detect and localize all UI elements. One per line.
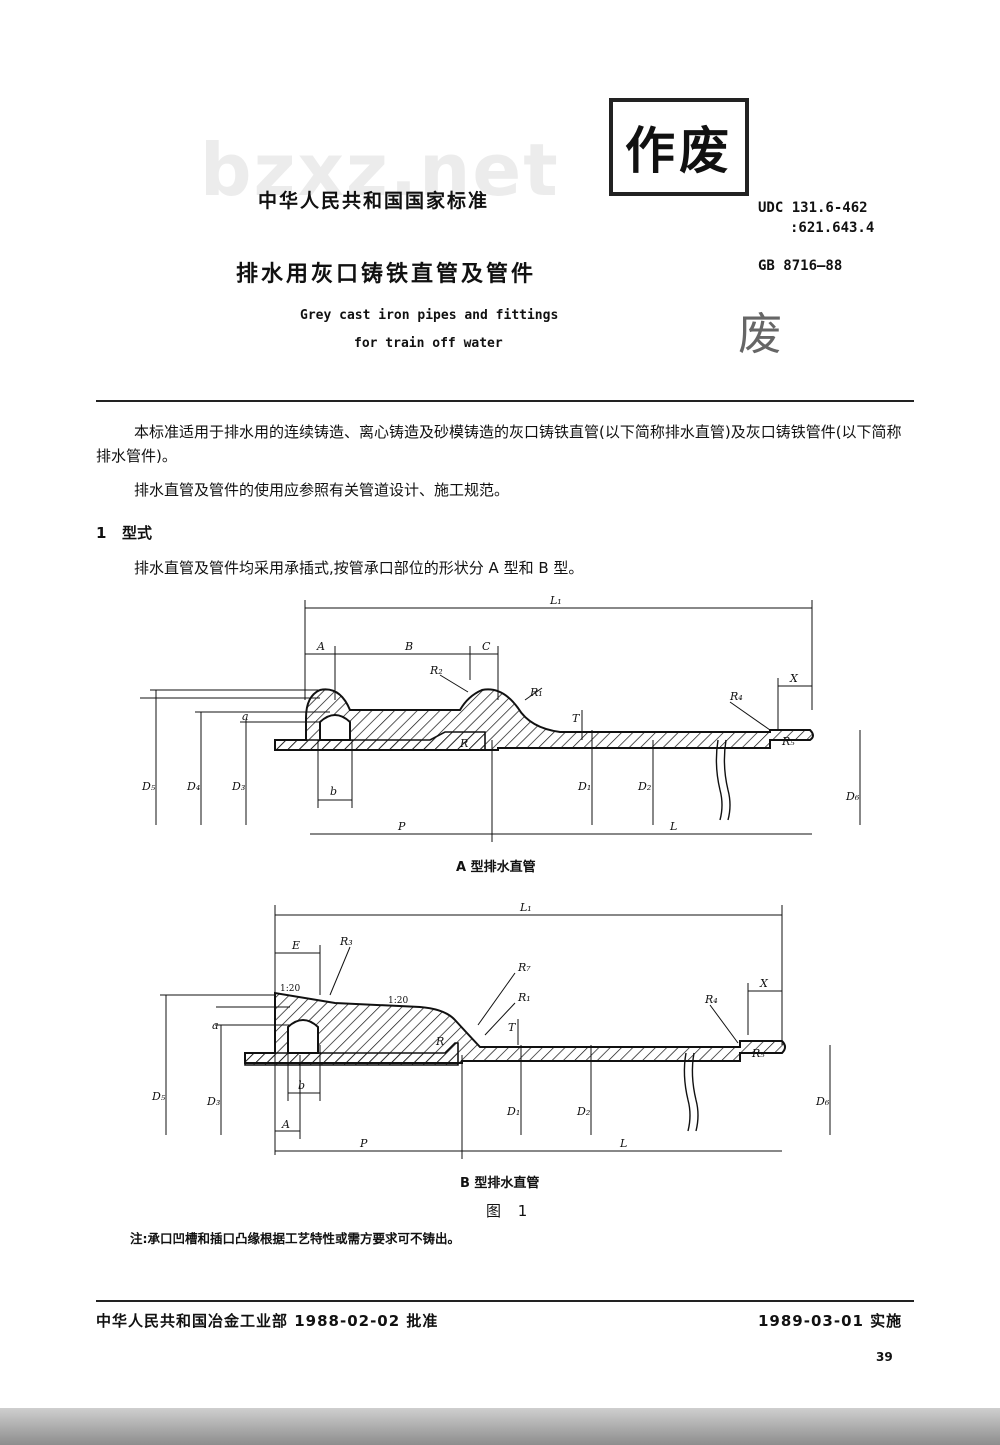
scan-edge	[0, 1408, 1000, 1445]
label-b-slope1: 1:20	[280, 984, 300, 994]
standard-name: 中华人民共和国国家标准	[258, 190, 490, 212]
label-b-x: X	[759, 977, 769, 990]
faded-stamp: 废	[738, 309, 782, 360]
caption-type-a: A 型排水直管	[456, 860, 536, 875]
label-b-r4: R₄	[704, 993, 718, 1006]
label-b-small: b	[330, 785, 337, 798]
label-b-a-dim: A	[281, 1118, 290, 1131]
label-b-l1: L₁	[519, 901, 532, 914]
udc-code-line2: :621.643.4	[790, 220, 875, 236]
label-b-a-small: a	[212, 1019, 219, 1032]
label-l1: L₁	[549, 594, 562, 607]
figure-label: 图 1	[486, 1202, 534, 1220]
label-l: L	[669, 820, 677, 833]
title-english-line1: Grey cast iron pipes and fittings	[300, 308, 559, 323]
figure-note: 注:承口凹槽和插口凸缘根据工艺特性或需方要求可不铸出。	[130, 1231, 460, 1246]
label-b-d1: D₁	[506, 1105, 520, 1118]
label-a-dim: A	[316, 640, 325, 653]
label-d4: D₄	[186, 780, 200, 793]
paragraph-usage: 排水直管及管件的使用应参照有关管道设计、施工规范。	[134, 481, 510, 499]
page-number: 39	[876, 1350, 893, 1364]
label-t: T	[572, 712, 581, 725]
paragraph-scope: 本标准适用于排水用的连续铸造、离心铸造及砂模铸造的灰口铸铁直管(以下简称排水直管…	[96, 423, 902, 465]
section-heading: 1 型式	[96, 522, 152, 543]
label-b-d2: D₂	[576, 1105, 590, 1118]
label-a-small: a	[242, 710, 249, 723]
label-b-t: T	[508, 1021, 517, 1034]
footer-rule	[96, 1300, 914, 1302]
label-b-d3: D₃	[206, 1095, 220, 1108]
title-chinese: 排水用灰口铸铁直管及管件	[236, 262, 537, 287]
label-b-p: P	[359, 1137, 368, 1150]
diagram-type-b: L₁ E R₃ R₇ R₁ R₄ X 1:20 1:20 a T R R₅ b …	[151, 901, 831, 1159]
label-b-e: E	[291, 939, 300, 952]
label-r4: R₄	[729, 690, 743, 703]
label-r1: R₁	[529, 686, 543, 699]
label-b-dim: B	[404, 640, 413, 653]
label-b-l: L	[619, 1137, 627, 1150]
label-b-r7: R₇	[517, 961, 531, 974]
label-p: P	[397, 820, 406, 833]
paragraph-types: 排水直管及管件均采用承插式,按管承口部位的形状分 A 型和 B 型。	[134, 559, 584, 577]
label-d6: D₆	[845, 790, 860, 803]
label-b-r3: R₃	[339, 935, 353, 948]
diagram-type-a: L₁ A B C R₂ R₁ R₄ X a T R R₅ b D₅ D₄ D₃ …	[140, 594, 861, 842]
implementation-date: 1989-03-01 实施	[758, 1312, 903, 1330]
label-d3: D₃	[231, 780, 245, 793]
section-title: 型式	[122, 524, 153, 542]
label-b-r5: R₅	[751, 1047, 765, 1060]
gb-number: GB 8716—88	[758, 258, 843, 274]
label-d2: D₂	[637, 780, 651, 793]
label-d1: D₁	[577, 780, 591, 793]
label-r5: R₅	[781, 735, 795, 748]
label-c-dim: C	[482, 640, 491, 653]
approval-line: 中华人民共和国冶金工业部 1988-02-02 批准	[96, 1312, 439, 1330]
label-b-slope2: 1:20	[388, 996, 408, 1006]
label-b-r: R	[435, 1035, 444, 1048]
label-x: X	[789, 672, 799, 685]
label-r: R	[459, 737, 468, 750]
caption-type-b: B 型排水直管	[460, 1176, 540, 1191]
label-b-r1: R₁	[517, 991, 531, 1004]
label-b-b-small: b	[298, 1079, 305, 1092]
label-d5: D₅	[141, 780, 156, 793]
label-r2: R₂	[429, 664, 443, 677]
watermark: bzxz.net	[200, 128, 560, 212]
title-english-line2: for train off water	[354, 336, 503, 351]
section-number: 1	[96, 524, 107, 542]
label-b-d6: D₆	[815, 1095, 830, 1108]
label-b-d5: D₅	[151, 1090, 166, 1103]
obsolete-stamp: 作废	[609, 98, 749, 196]
udc-code-line1: UDC 131.6-462	[758, 200, 868, 216]
header-rule	[96, 400, 914, 402]
